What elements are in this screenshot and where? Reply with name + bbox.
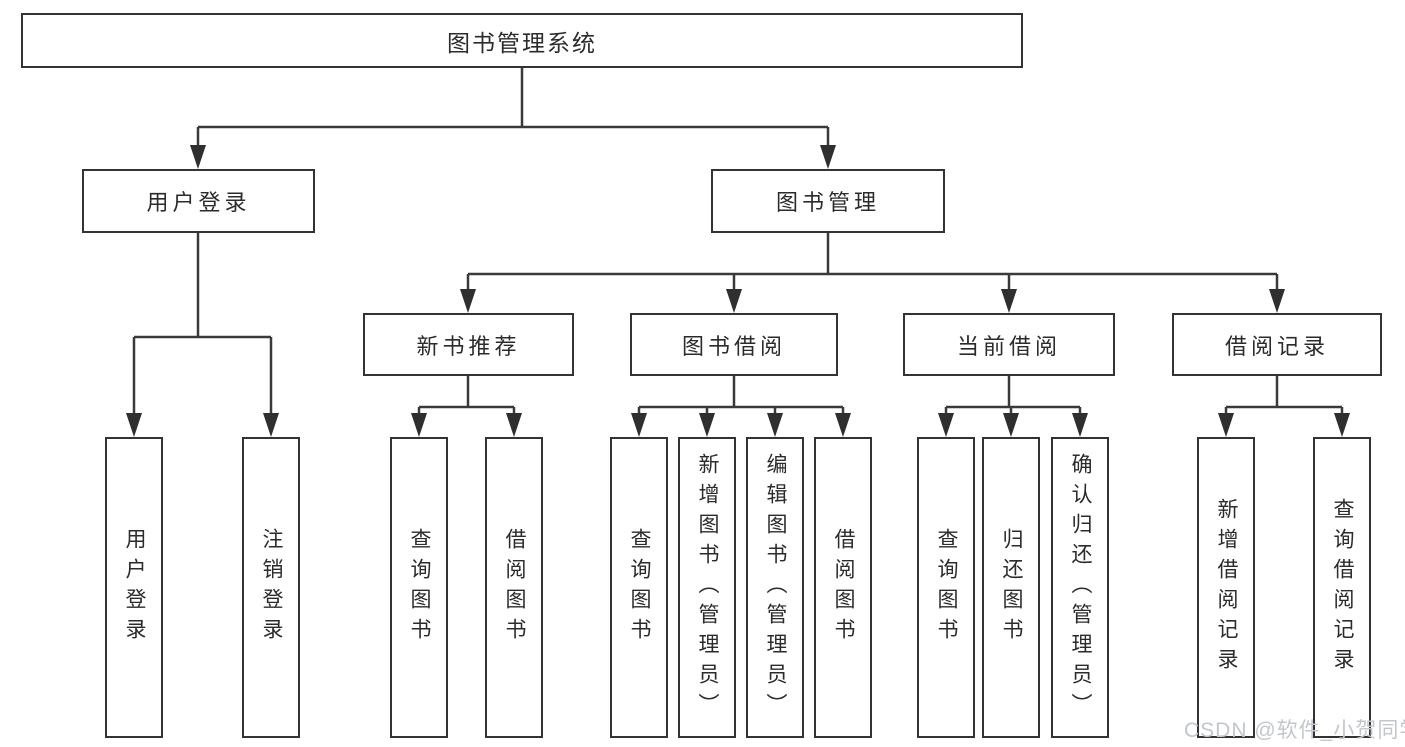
leaf-return-books: 归还图书 bbox=[982, 437, 1040, 738]
leaf-borrow-books-recommendation: 借阅图书 bbox=[485, 437, 543, 738]
node-user-login: 用户登录 bbox=[82, 169, 315, 233]
leaf-confirm-return-admin: 确认归还（管理员） bbox=[1051, 437, 1109, 738]
node-book-management: 图书管理 bbox=[711, 169, 945, 233]
arrowheads bbox=[126, 145, 1350, 437]
node-borrowing-records: 借阅记录 bbox=[1172, 313, 1382, 376]
node-current-borrowing: 当前借阅 bbox=[903, 313, 1115, 376]
watermark: CSDN @软件_小贺同学 bbox=[1184, 719, 1405, 742]
leaf-query-books-borrowing: 查询图书 bbox=[610, 437, 668, 738]
node-book-borrowing: 图书借阅 bbox=[630, 313, 838, 376]
leaf-query-borrow-record: 查询借阅记录 bbox=[1313, 437, 1371, 738]
leaf-query-books-recommendation: 查询图书 bbox=[390, 437, 448, 738]
node-library-management-system: 图书管理系统 bbox=[21, 13, 1023, 68]
leaf-add-books-admin: 新增图书（管理员） bbox=[678, 437, 736, 738]
leaf-edit-books-admin: 编辑图书（管理员） bbox=[746, 437, 804, 738]
leaf-user-login: 用户登录 bbox=[105, 437, 163, 738]
node-new-book-recommendation: 新书推荐 bbox=[363, 313, 574, 376]
leaf-borrow-books-borrowing: 借阅图书 bbox=[814, 437, 872, 738]
leaf-query-books-current: 查询图书 bbox=[917, 437, 975, 738]
leaf-logout: 注销登录 bbox=[242, 437, 300, 738]
leaf-add-borrow-record: 新增借阅记录 bbox=[1197, 437, 1255, 738]
